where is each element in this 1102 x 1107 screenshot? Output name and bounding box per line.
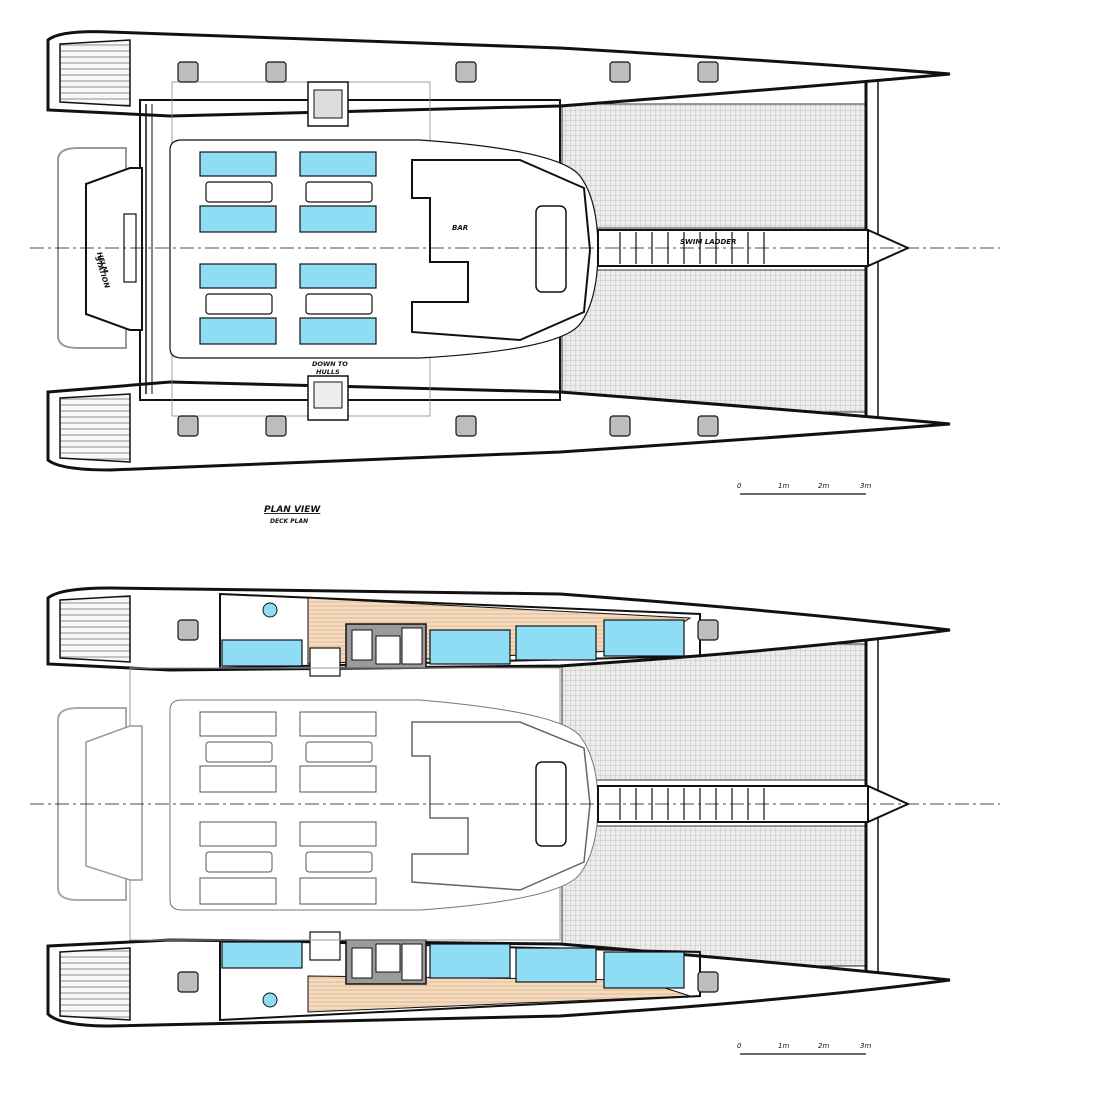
svg-text:1m: 1m <box>778 1042 789 1050</box>
label-down-to: DOWN TO <box>312 360 348 368</box>
scale-bar-bottom: 0 1m 2m 3m <box>737 1042 871 1055</box>
deck-plan-view: HELM STATION BAR SWIM LADDER DOWN TO HUL… <box>30 30 1000 525</box>
scale-bar-top: 0 1m 2m 3m <box>737 482 871 495</box>
svg-text:3m: 3m <box>860 1042 871 1050</box>
title-plan-view: PLAN VIEW <box>264 505 321 515</box>
helm-station <box>85 167 143 331</box>
svg-text:2m: 2m <box>818 482 829 490</box>
svg-text:0: 0 <box>737 1042 742 1050</box>
hull-plan-view: 0 1m 2m 3m <box>30 586 1000 1055</box>
subtitle-deck-plan: DECK PLAN <box>270 518 308 525</box>
label-bar: BAR <box>452 224 468 232</box>
trampoline-net-lower <box>561 269 867 413</box>
bar-counter <box>411 159 592 342</box>
saloon-seating <box>199 151 377 345</box>
svg-text:0: 0 <box>737 482 742 490</box>
svg-text:1m: 1m <box>778 482 789 490</box>
dinghy-outline <box>57 147 127 349</box>
svg-text:2m: 2m <box>818 1042 829 1050</box>
label-swim-ladder: SWIM LADDER <box>680 238 736 246</box>
trampoline-net-upper <box>561 103 867 229</box>
label-hulls: HULLS <box>316 368 340 376</box>
port-hull-deck <box>46 30 951 118</box>
svg-text:3m: 3m <box>860 482 871 490</box>
starboard-hull-deck <box>46 380 951 472</box>
